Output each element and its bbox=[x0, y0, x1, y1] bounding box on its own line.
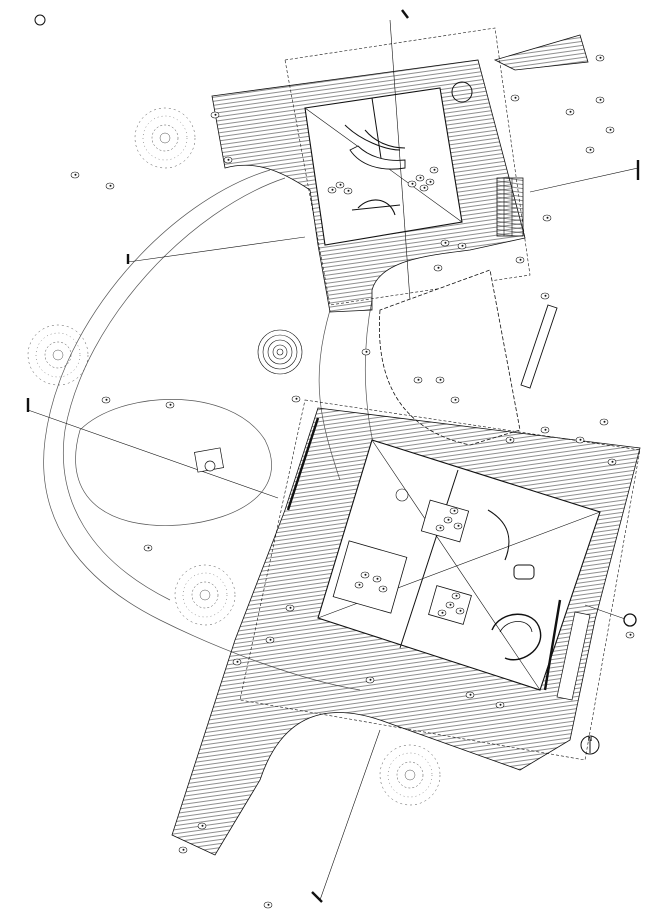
site-marker-circle bbox=[34, 14, 46, 26]
north-arrow-label: N bbox=[588, 736, 593, 743]
stone-icon bbox=[623, 613, 637, 627]
lower-pavilion bbox=[171, 399, 641, 856]
section-lines bbox=[26, 9, 640, 903]
deck-steps bbox=[496, 177, 524, 237]
upper-pavilion bbox=[211, 27, 589, 313]
fire-pit-icon bbox=[257, 329, 303, 375]
bench-plank bbox=[520, 304, 558, 389]
grill-icon bbox=[194, 447, 224, 473]
fire-pit-icon bbox=[451, 81, 473, 103]
north-arrow-icon: N bbox=[580, 735, 600, 755]
